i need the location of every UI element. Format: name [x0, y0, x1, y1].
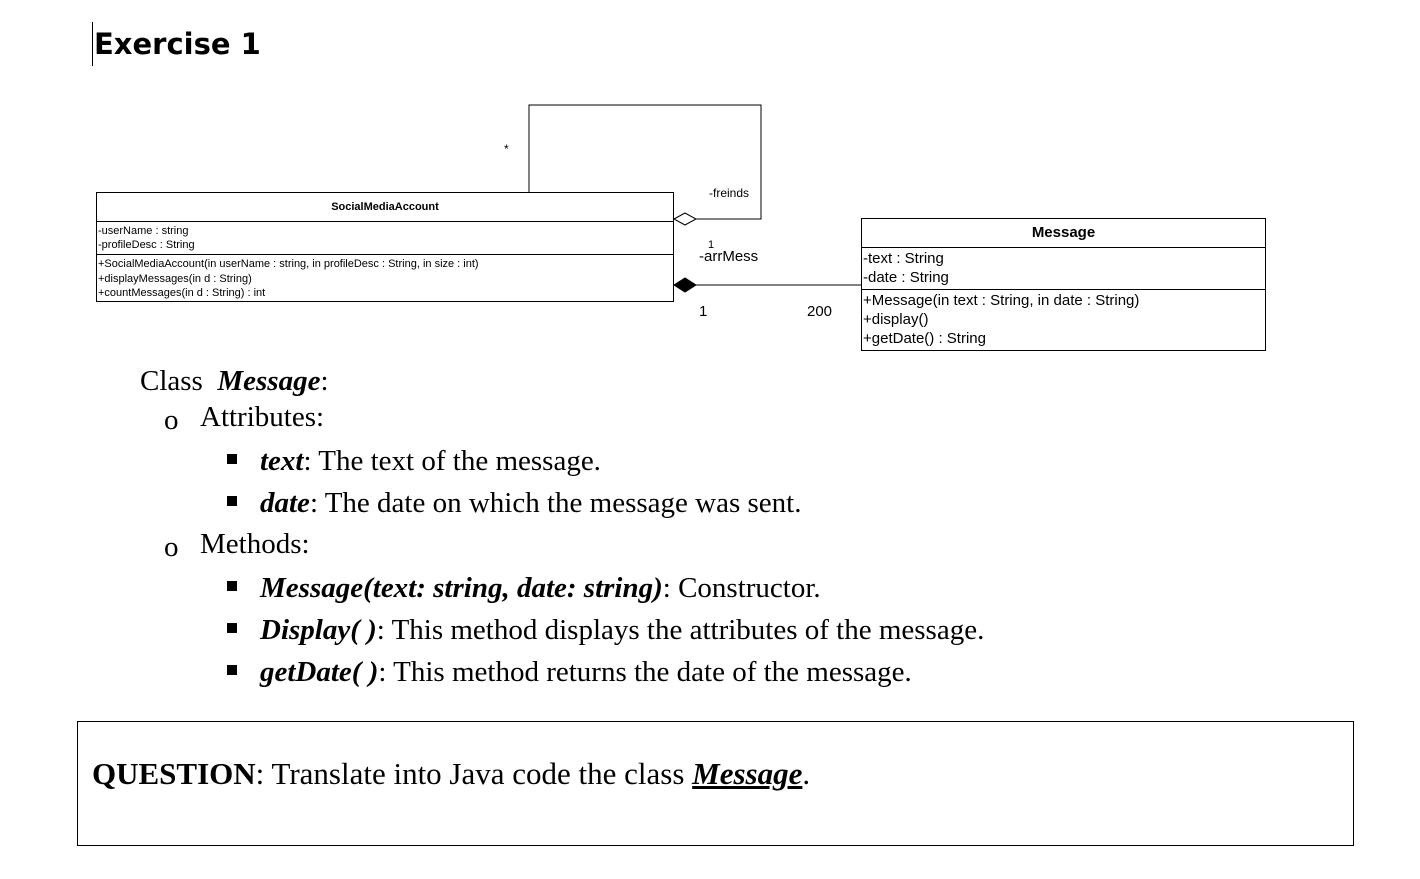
method-item: Display( ): This method displays the att… — [260, 612, 984, 648]
attribute-text: : The text of the message. — [303, 445, 601, 477]
question-box — [77, 721, 1354, 846]
circle-bullet-icon: o — [164, 531, 179, 563]
attribute-name: date — [260, 487, 310, 519]
class-message: Message -text : String -date : String +M… — [861, 218, 1266, 351]
attribute-text: : The date on which the message was sent… — [309, 487, 802, 519]
question-body: : Translate into Java code the class — [255, 756, 693, 791]
attribute-item: text: The text of the message. — [260, 443, 601, 479]
question-class-name: Message — [692, 756, 803, 791]
attributes-section: -text : String -date : String — [862, 247, 1265, 289]
method-item: Message(text: string, date: string): Con… — [260, 570, 821, 606]
methods-section: +SocialMediaAccount(in userName : string… — [97, 254, 673, 303]
attributes-section: -userName : string -profileDesc : String — [97, 221, 673, 254]
methods-label: Methods: — [200, 528, 310, 560]
class-name: Message — [1031, 224, 1096, 241]
question-end: . — [802, 756, 811, 791]
class-name: SocialMediaAccount — [331, 201, 439, 213]
class-label: Class — [140, 365, 203, 397]
composition-lower-left-multiplicity: 1 — [699, 303, 707, 320]
colon: : — [320, 365, 329, 397]
attribute-name: text — [260, 445, 304, 477]
class-description-heading: Class Message: — [140, 363, 329, 399]
method-row: +display() — [863, 311, 929, 328]
method-row: +Message(in text : String, in date : Str… — [863, 292, 1140, 309]
method-name: Display( ) — [260, 614, 377, 646]
method-row: +getDate() : String — [863, 330, 986, 347]
circle-bullet-icon: o — [164, 404, 179, 436]
method-row: +SocialMediaAccount(in userName : string… — [98, 258, 479, 270]
method-row: +countMessages(in d : String) : int — [98, 287, 266, 299]
attribute-item: date: The date on which the message was … — [260, 485, 801, 521]
square-bullet-icon — [227, 496, 237, 506]
method-text: : This method displays the attributes of… — [376, 614, 985, 646]
question-label: QUESTION — [92, 756, 256, 791]
uml-diagram: * -freinds 1 -arrMess 1 200 — [504, 104, 861, 320]
square-bullet-icon — [227, 623, 237, 633]
attribute-row: -profileDesc : String — [98, 239, 195, 251]
method-name: getDate( ) — [260, 656, 379, 688]
composition-upper-multiplicity: 1 — [708, 239, 714, 251]
methods-section: +Message(in text : String, in date : Str… — [862, 289, 1265, 349]
self-association-role: -freinds — [709, 186, 749, 200]
class-social-media-account: SocialMediaAccount -userName : string -p… — [96, 192, 674, 302]
method-item: getDate( ): This method returns the date… — [260, 654, 912, 690]
method-name: Message(text: string, date: string) — [260, 572, 663, 604]
method-text: : Constructor. — [662, 572, 821, 604]
exercise-heading: Exercise 1 — [94, 27, 261, 61]
method-text: : This method returns the date of the me… — [378, 656, 912, 688]
square-bullet-icon — [227, 665, 237, 675]
cursor-bar — [92, 22, 93, 66]
composition-diamond — [673, 277, 697, 293]
attributes-label: Attributes: — [200, 401, 325, 433]
composition-role: -arrMess — [699, 248, 758, 265]
attribute-row: -text : String — [863, 250, 944, 267]
class-name: Message — [217, 365, 321, 397]
method-row: +displayMessages(in d : String) — [98, 272, 252, 285]
self-association-line — [528, 104, 762, 220]
square-bullet-icon — [227, 581, 237, 591]
square-bullet-icon — [227, 454, 237, 464]
self-association-multiplicity: * — [504, 142, 509, 156]
attribute-row: -date : String — [863, 269, 949, 286]
attribute-row: -userName : string — [98, 225, 189, 237]
aggregation-diamond — [672, 212, 698, 226]
question-text: QUESTION: Translate into Java code the c… — [92, 756, 810, 792]
composition-lower-right-multiplicity: 200 — [807, 303, 832, 320]
